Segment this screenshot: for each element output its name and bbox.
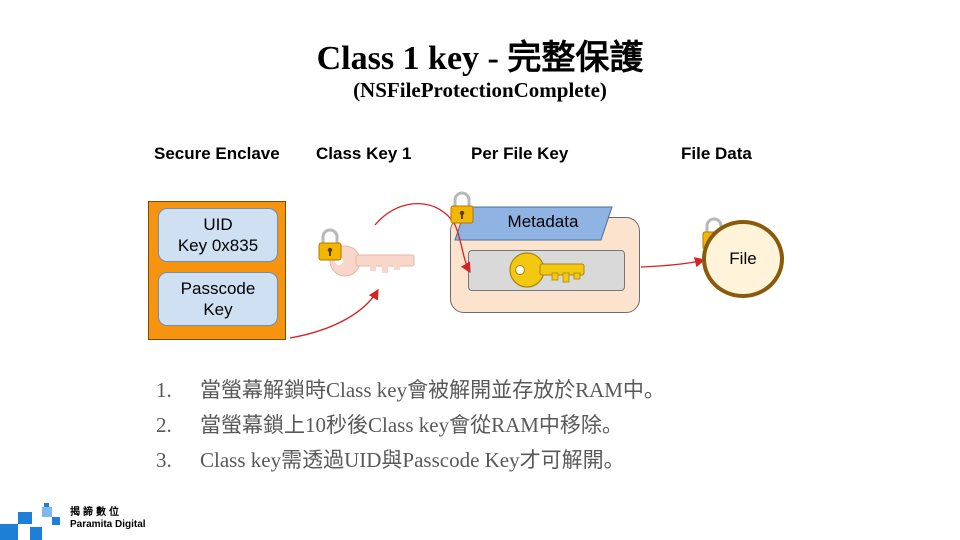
logo-name-english: Paramita Digital <box>70 519 146 530</box>
lock-icon-class-key <box>318 228 342 261</box>
metadata-label: Metadata <box>507 212 579 231</box>
header-class-key: Class Key 1 <box>316 144 412 163</box>
steps-list: 1. 當螢幕解鎖時Class key會被解開並存放於RAM中。 2. 當螢幕鎖上10秒… <box>156 376 665 481</box>
logo-name-chinese: 揭諦數位 <box>70 507 122 518</box>
file-label: File <box>729 249 757 268</box>
lock-icon-per-file-key <box>450 191 474 224</box>
step-text: Class key需透過UID與Passcode Key才可解開。 <box>200 448 625 472</box>
step-number: 2. <box>156 413 172 437</box>
file-circle: File <box>702 220 784 298</box>
arrow-passcode-to-class-key <box>289 288 379 339</box>
header-file-data: File Data <box>681 144 752 163</box>
slide-subtitle: (NSFileProtectionComplete) <box>353 78 607 102</box>
step-item: 2. 當螢幕鎖上10秒後Class key會從RAM中移除。 <box>156 411 665 446</box>
arrow-file-key-to-file <box>640 257 706 268</box>
step-text: 當螢幕解鎖時Class key會被解開並存放於RAM中。 <box>200 378 665 402</box>
metadata-tag <box>454 206 613 241</box>
paramita-logo-icon <box>0 503 60 540</box>
slide-title: Class 1 key - 完整保護 <box>316 40 644 77</box>
per-file-key-icon <box>509 252 585 288</box>
step-item: 3. Class key需透過UID與Passcode Key才可解開。 <box>156 446 665 481</box>
step-text: 當螢幕鎖上10秒後Class key會從RAM中移除。 <box>200 413 623 437</box>
header-secure-enclave: Secure Enclave <box>154 144 280 163</box>
step-number: 1. <box>156 378 172 402</box>
step-number: 3. <box>156 448 172 472</box>
header-per-file-key: Per File Key <box>471 144 569 163</box>
class-key-icon <box>329 245 415 277</box>
step-item: 1. 當螢幕解鎖時Class key會被解開並存放於RAM中。 <box>156 376 665 411</box>
